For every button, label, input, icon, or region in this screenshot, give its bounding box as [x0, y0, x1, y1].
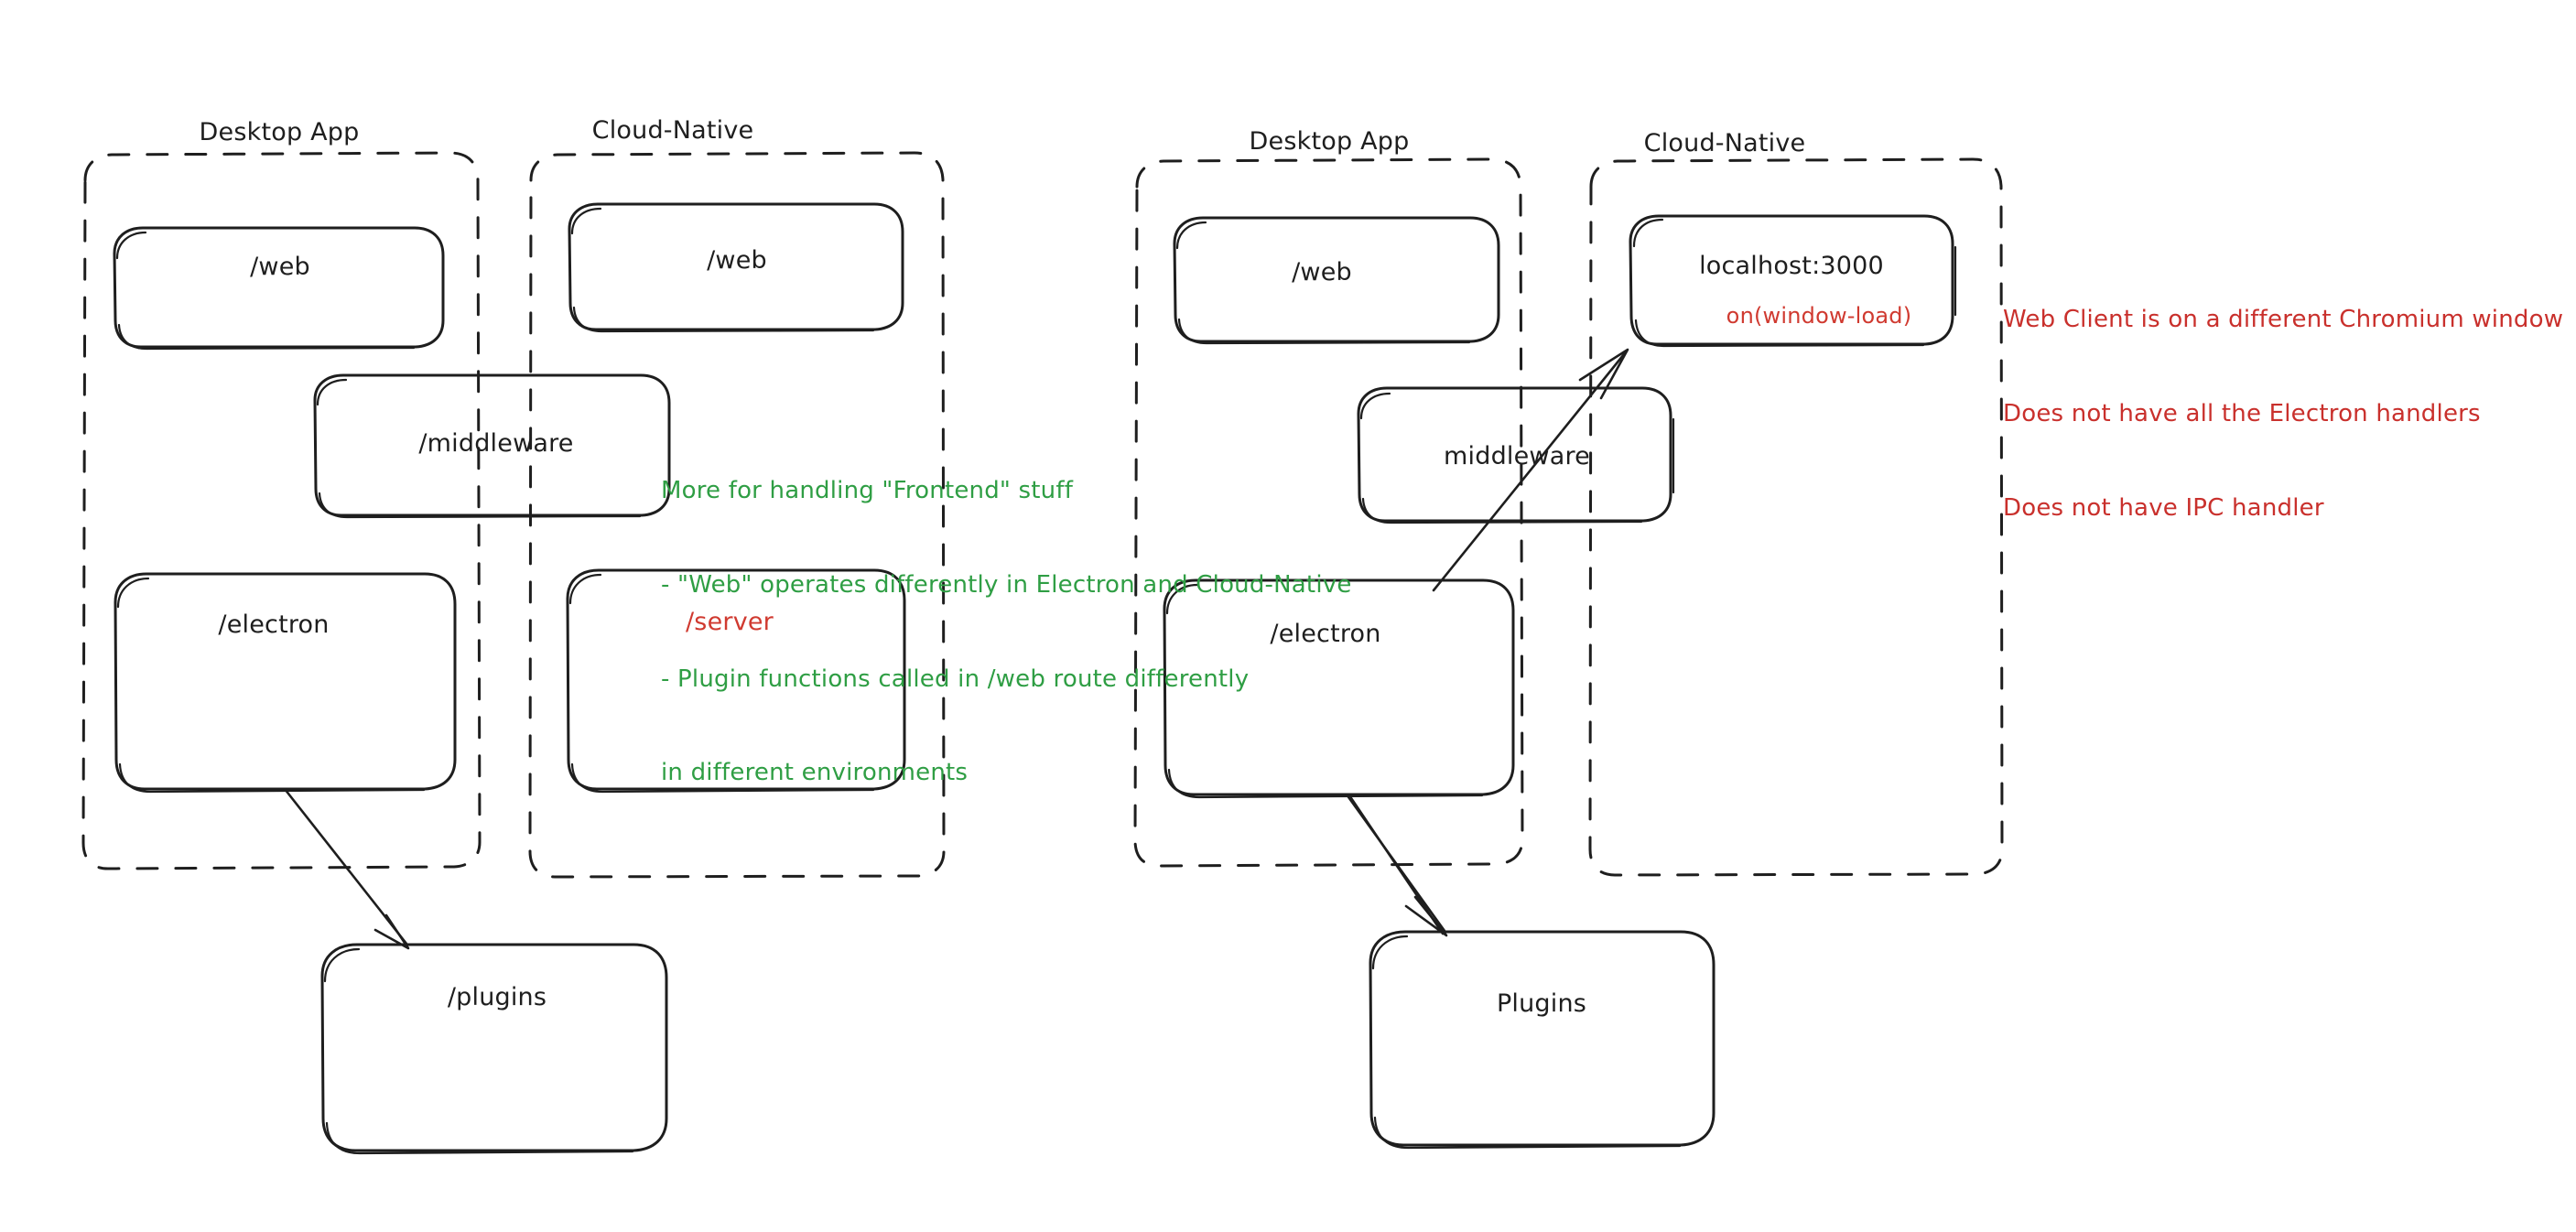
- box-sublabel-right-localhost-onload: on(window-load): [1726, 303, 1912, 329]
- box-label-right-middleware: middleware: [1444, 442, 1590, 470]
- box-right-localhost: [1629, 214, 1957, 348]
- note-right-web-client: Web Client is on a different Chromium wi…: [2003, 241, 2563, 555]
- box-left-desktop-web: [113, 226, 445, 351]
- box-label-right-localhost: localhost:3000: [1699, 252, 1884, 280]
- arrow-right-electron-to-plugins: [1345, 793, 1448, 937]
- box-left-cloud-web: [568, 202, 904, 333]
- box-label-left-middleware: /middleware: [418, 429, 574, 458]
- note-line: - "Web" operates differently in Electron…: [661, 570, 1352, 599]
- arrow-right-electron-to-localhost: [1432, 348, 1629, 592]
- note-line: - Plugin functions called in /web route …: [661, 665, 1250, 693]
- box-label-left-desktop-web: /web: [250, 253, 310, 281]
- note-line: in different environments: [661, 759, 969, 787]
- note-left-frontend: More for handling "Frontend" stuff - "We…: [661, 412, 1352, 820]
- box-label-left-electron: /electron: [218, 611, 330, 639]
- box-right-desktop-web: [1173, 216, 1500, 345]
- box-right-middleware: [1357, 386, 1675, 524]
- group-title-right-cloud-native: Cloud-Native: [1643, 129, 1806, 157]
- box-left-plugins: [320, 943, 668, 1155]
- box-label-left-plugins: /plugins: [447, 983, 547, 1011]
- note-line: Does not have all the Electron handlers: [2003, 399, 2481, 427]
- box-label-right-electron: /electron: [1270, 620, 1381, 648]
- group-left-desktop-app: [81, 151, 482, 870]
- box-label-left-cloud-web: /web: [707, 246, 767, 275]
- box-label-right-plugins: Plugins: [1496, 989, 1587, 1018]
- group-title-right-desktop-app: Desktop App: [1249, 127, 1410, 156]
- box-label-right-desktop-web: /web: [1292, 258, 1352, 286]
- note-line: More for handling "Frontend" stuff: [661, 476, 1074, 504]
- group-right-cloud-native: [1588, 157, 2004, 877]
- group-title-left-cloud-native: Cloud-Native: [591, 116, 754, 145]
- arrow-left-electron-to-plugins: [283, 787, 410, 950]
- box-left-server: [566, 568, 906, 794]
- box-right-electron: [1163, 578, 1515, 799]
- box-left-middleware: [313, 373, 671, 519]
- group-left-cloud-native: [528, 151, 946, 879]
- box-left-electron: [114, 572, 457, 794]
- box-right-plugins: [1369, 930, 1716, 1150]
- note-line: Does not have IPC handler: [2003, 493, 2324, 522]
- group-title-left-desktop-app: Desktop App: [199, 118, 360, 146]
- note-line: Web Client is on a different Chromium wi…: [2003, 305, 2564, 333]
- box-label-left-server: /server: [686, 608, 774, 636]
